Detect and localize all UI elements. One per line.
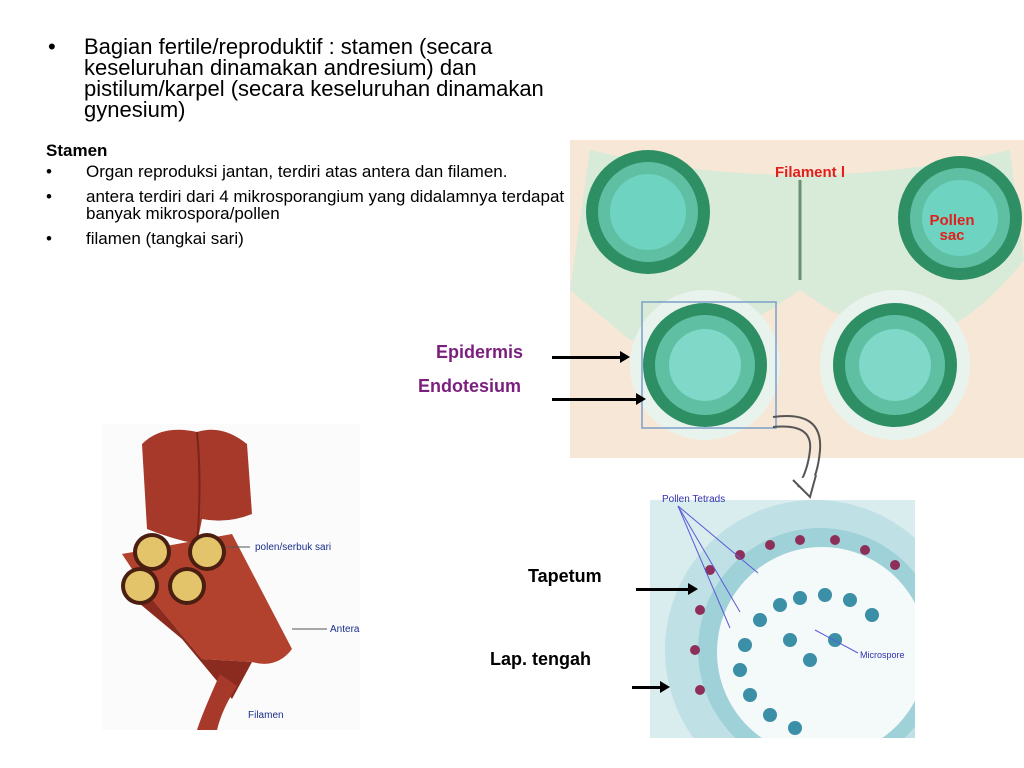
microspore-label: Microspore <box>860 650 905 660</box>
list-item: • antera terdiri dari 4 mikrosporangium … <box>46 188 566 222</box>
tapetum-label: Tapetum <box>528 566 602 586</box>
stamen-list: • Organ reproduksi jantan, terdiri atas … <box>46 163 566 255</box>
lap-tengah-arrow <box>632 681 670 693</box>
bullet-dot: • <box>46 187 52 206</box>
curved-arrow-icon <box>772 415 822 499</box>
pollen-sac-top-left <box>586 150 710 274</box>
pollen-sac-top-right <box>898 156 1022 280</box>
list-item: • Organ reproduksi jantan, terdiri atas … <box>46 163 566 180</box>
pollen-sacs <box>121 533 226 605</box>
bullet-dot: • <box>46 229 52 248</box>
list-item-text: filamen (tangkai sari) <box>86 229 244 248</box>
pollen-tetrads-label: Pollen Tetrads <box>662 494 726 505</box>
filamen-label: Filamen <box>248 710 284 721</box>
pollen-sac-bottom-right <box>820 290 970 440</box>
epidermis-label: Epidermis <box>436 342 524 362</box>
stamen-heading: Stamen <box>46 141 108 160</box>
bullet-dot: • <box>46 162 52 181</box>
lap-tengah-label: Lap. tengah <box>490 649 592 669</box>
main-bullet-text: Bagian fertile/reproduktif : stamen (sec… <box>84 34 544 122</box>
antera-label: Antera <box>330 624 360 635</box>
list-item: • filamen (tangkai sari) <box>46 230 566 247</box>
epidermis-arrow <box>552 351 630 363</box>
tapetum-micrograph-image <box>650 500 915 738</box>
anther-3d-illustration <box>102 424 360 730</box>
anther-cross-section-image <box>570 140 1024 458</box>
endotesium-label: Endotesium <box>418 376 522 396</box>
polen-label: polen/serbuk sari <box>255 542 332 553</box>
main-bullet: • Bagian fertile/reproduktif : stamen (s… <box>48 34 568 122</box>
endotesium-arrow <box>552 393 646 405</box>
filament-label: Filament l <box>774 164 845 181</box>
anther-lobes <box>122 534 292 699</box>
bullet-dot: • <box>48 34 56 59</box>
tapetum-arrow <box>636 583 698 595</box>
pollen-sac-label: Pollen sac <box>929 212 975 244</box>
list-item-text: antera terdiri dari 4 mikrosporangium ya… <box>86 187 565 223</box>
list-item-text: Organ reproduksi jantan, terdiri atas an… <box>86 162 508 181</box>
pollen-sac-bottom-left <box>630 290 780 440</box>
